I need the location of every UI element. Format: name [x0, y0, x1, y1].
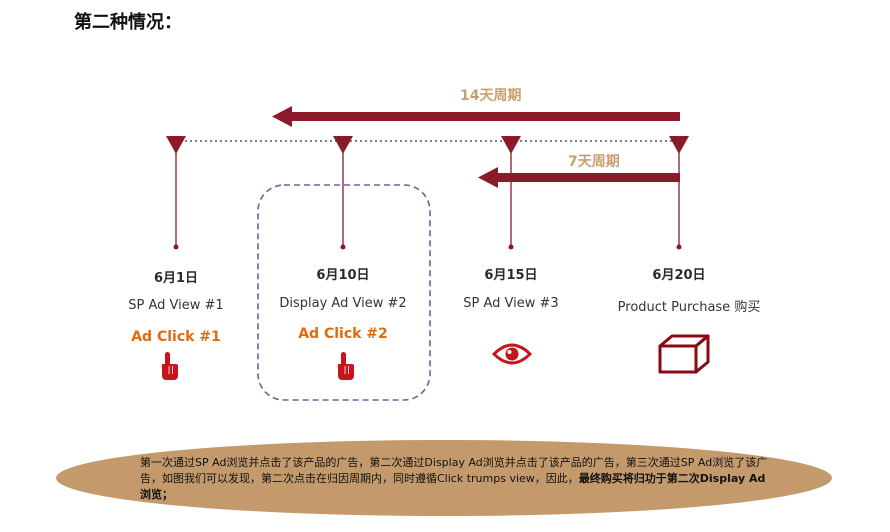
event-click-label: Ad Click #1: [131, 329, 221, 345]
period-label-7-day: 7天周期: [568, 154, 620, 170]
period-arrow-14-day: [272, 106, 680, 127]
event-date: 6月1日: [153, 271, 199, 286]
event-label: SP Ad View #3: [463, 296, 559, 311]
highlight-box: [257, 184, 431, 401]
event-marker-3: [501, 136, 521, 250]
period-arrow-7-day: [478, 167, 680, 188]
event-label: Display Ad View #2: [279, 296, 407, 311]
event-label: Product Purchase 购买: [617, 300, 761, 315]
event-date: 6月20日: [652, 268, 706, 283]
event-marker-2: [333, 136, 353, 250]
event-label: SP Ad View #1: [128, 298, 224, 313]
event-marker-1: [166, 136, 186, 250]
note-emphasis: 最终购买将归功于第二次Display Ad浏览；: [140, 472, 766, 501]
event-date: 6月10日: [316, 268, 370, 283]
event-date: 6月15日: [484, 268, 538, 283]
note-text: 第一次通过SP Ad浏览并点击了该产品的广告，第二次通过Display Ad浏览…: [140, 456, 768, 485]
period-label-14-day: 14天周期: [460, 88, 522, 104]
page-title: 第二种情况：: [74, 12, 182, 33]
hand-pointer-icon: [162, 352, 178, 380]
eye-icon: [491, 343, 533, 365]
box-icon: [658, 334, 710, 374]
explanation-note: 第一次通过SP Ad浏览并点击了该产品的广告，第二次通过Display Ad浏览…: [140, 455, 770, 503]
hand-pointer-icon: [338, 352, 354, 380]
event-marker-4: [669, 136, 689, 250]
event-click-label: Ad Click #2: [298, 326, 388, 342]
